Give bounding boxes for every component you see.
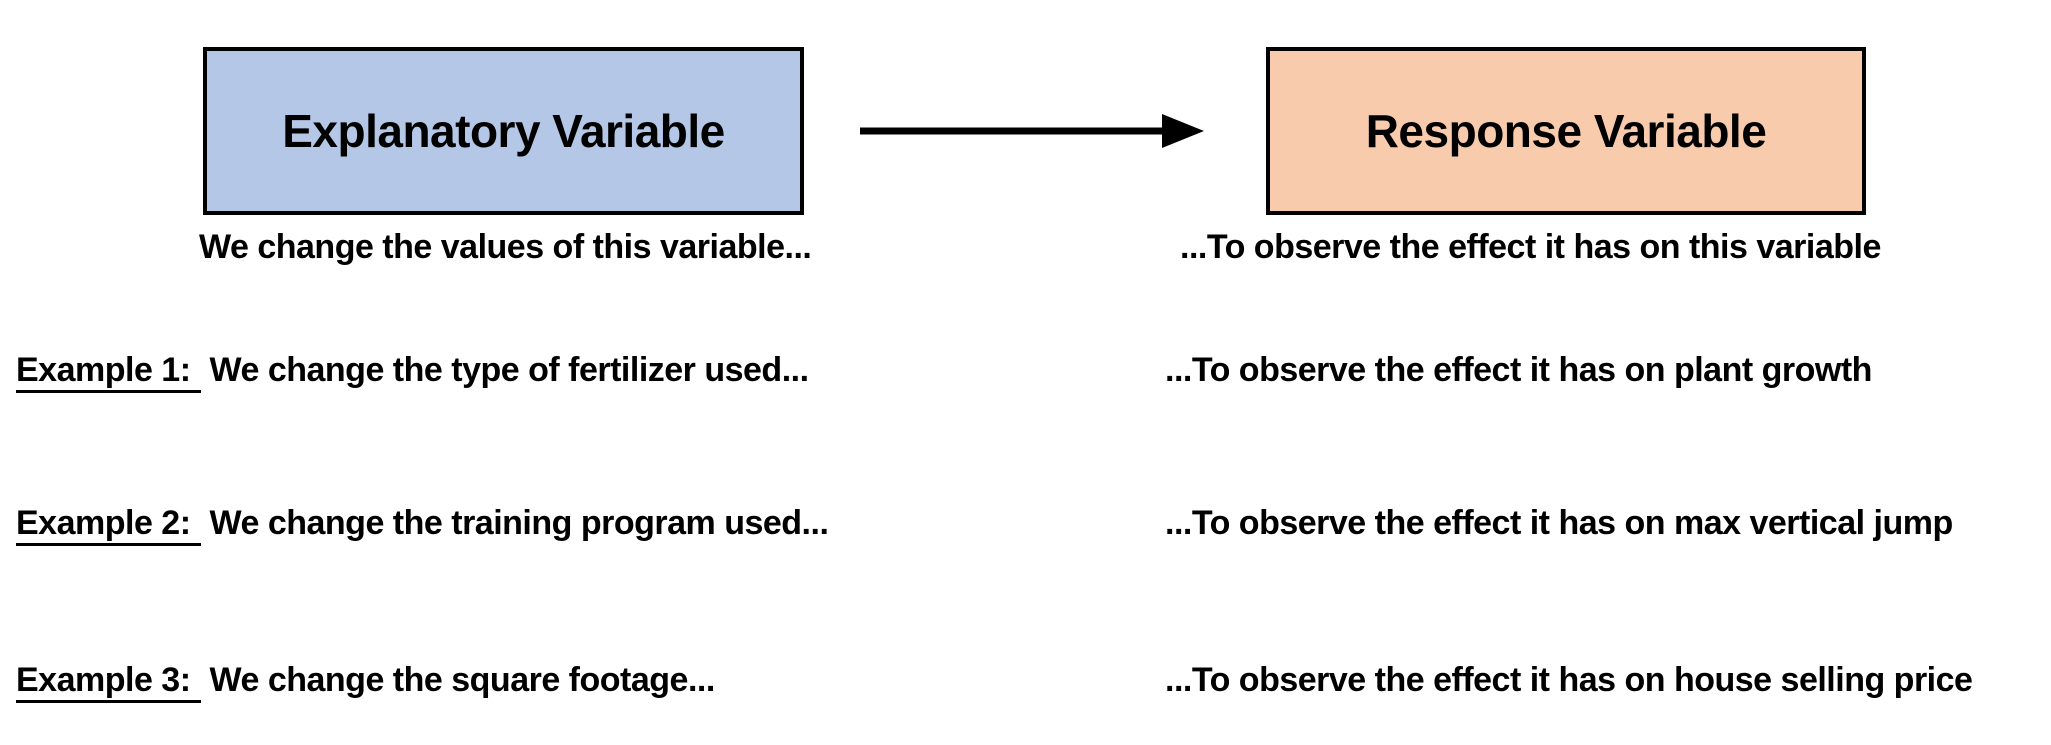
example-2-left: Example 2: We change the training progra… — [16, 501, 829, 546]
explanatory-variable-box: Explanatory Variable — [203, 47, 804, 215]
example-3-label: Example 3: — [16, 661, 201, 703]
response-variable-label: Response Variable — [1365, 105, 1767, 157]
response-variable-box: Response Variable — [1266, 47, 1866, 215]
example-3-left: Example 3: We change the square footage.… — [16, 658, 715, 703]
example-2-label: Example 2: — [16, 504, 201, 546]
example-1-left: Example 1: We change the type of fertili… — [16, 348, 809, 393]
explanatory-caption: We change the values of this variable... — [199, 228, 812, 266]
example-1-left-text: We change the type of fertilizer used... — [209, 351, 809, 389]
example-3-right-text: ...To observe the effect it has on house… — [1165, 661, 1973, 699]
response-caption: ...To observe the effect it has on this … — [1180, 228, 1881, 266]
example-3-left-text: We change the square footage... — [209, 661, 715, 699]
example-1-label: Example 1: — [16, 351, 201, 393]
example-2-right-text: ...To observe the effect it has on max v… — [1165, 504, 1953, 542]
explanatory-variable-label: Explanatory Variable — [282, 105, 725, 157]
arrow-right-icon — [858, 108, 1204, 154]
example-2-left-text: We change the training program used... — [209, 504, 829, 542]
example-1-right-text: ...To observe the effect it has on plant… — [1165, 351, 1872, 389]
